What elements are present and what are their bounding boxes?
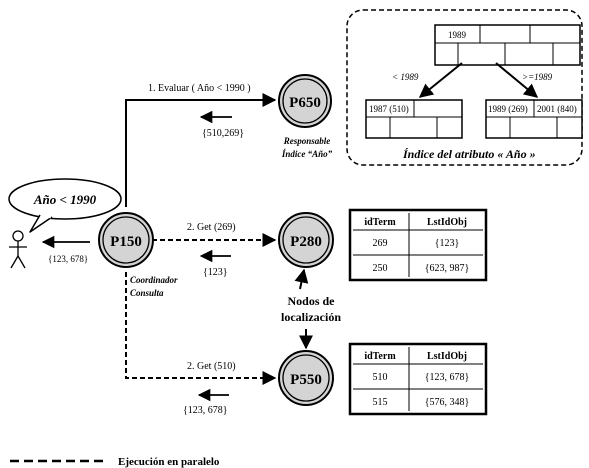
edge-get-269-label: 2. Get (269) (187, 222, 236, 233)
table-cell: {576, 348} (425, 397, 470, 408)
index-left-branch-label: < 1989 (392, 72, 419, 82)
edge-evaluar (125, 93, 277, 207)
table-header: idTerm (364, 217, 396, 228)
table-cell: {123} (435, 238, 460, 249)
localization-arrow-up (294, 268, 309, 290)
table-cell: 515 (373, 397, 388, 408)
legend-label: Ejecución en paralelo (118, 456, 220, 468)
index-root-node: 1989 (434, 24, 581, 66)
index-left-leaf-entry: 1987 (510) (369, 104, 409, 114)
query-bubble: Año < 1990 (8, 178, 122, 233)
table-header: LstIdObj (427, 217, 467, 228)
index-right-branch-label: >=1989 (522, 72, 553, 82)
index-left-branch-arrow (418, 62, 463, 98)
index-box (346, 9, 583, 166)
node-p150: P150 (98, 212, 154, 268)
index-root-key: 1989 (448, 30, 467, 40)
localization-label: localización (281, 310, 341, 324)
table-cell: 510 (373, 372, 388, 383)
edge-get-510 (125, 272, 277, 385)
index-right-leaf-entry: 2001 (840) (537, 104, 577, 114)
node-p550-label: P550 (290, 372, 322, 388)
edge-get-510-label: 2. Get (510) (187, 361, 236, 372)
user-result: {123, 678} (48, 254, 88, 264)
edge-evaluar-result: {510,269} (202, 128, 244, 139)
table-header: idTerm (364, 351, 396, 362)
node-p650-label: P650 (289, 95, 321, 111)
index-right-leaf-entry: 1989 (269) (488, 104, 528, 114)
edge-get-510-result: {123, 678} (183, 405, 228, 416)
node-p650-caption: Índice “Año” (281, 149, 333, 159)
table-cell: 269 (373, 238, 388, 249)
edge-get-269-result: {123} (203, 267, 228, 278)
table-header: LstIdObj (427, 351, 467, 362)
node-p650: P650 (278, 74, 332, 128)
table-cell: {123, 678} (425, 372, 470, 383)
index-right-leaf: 1989 (269) 2001 (840) (485, 99, 583, 139)
localization-label: Nodos de (287, 294, 335, 308)
edge-evaluar-label: 1. Evaluar ( Año < 1990 ) (148, 83, 251, 94)
index-right-branch-arrow (495, 62, 539, 98)
table-p550: idTerm LstIdObj 510 {123, 678} 515 {576,… (348, 342, 488, 416)
user-icon (9, 230, 27, 269)
node-p150-caption: Consulta (130, 288, 164, 298)
index-left-leaf: 1987 (510) (365, 99, 463, 139)
table-p280: idTerm LstIdObj 269 {123} 250 {623, 987} (348, 208, 488, 282)
node-p280: P280 (278, 212, 334, 268)
node-p650-caption: Responsable (283, 136, 331, 146)
node-p150-label: P150 (110, 234, 142, 250)
query-bubble-text: Año < 1990 (33, 192, 97, 207)
node-p550: P550 (278, 350, 334, 406)
table-cell: {623, 987} (425, 263, 470, 274)
node-p280-label: P280 (290, 234, 322, 250)
index-box-title: Índice del atributo « Año » (402, 147, 536, 161)
table-cell: 250 (373, 263, 388, 274)
node-p150-caption: Coordinador (130, 275, 178, 285)
